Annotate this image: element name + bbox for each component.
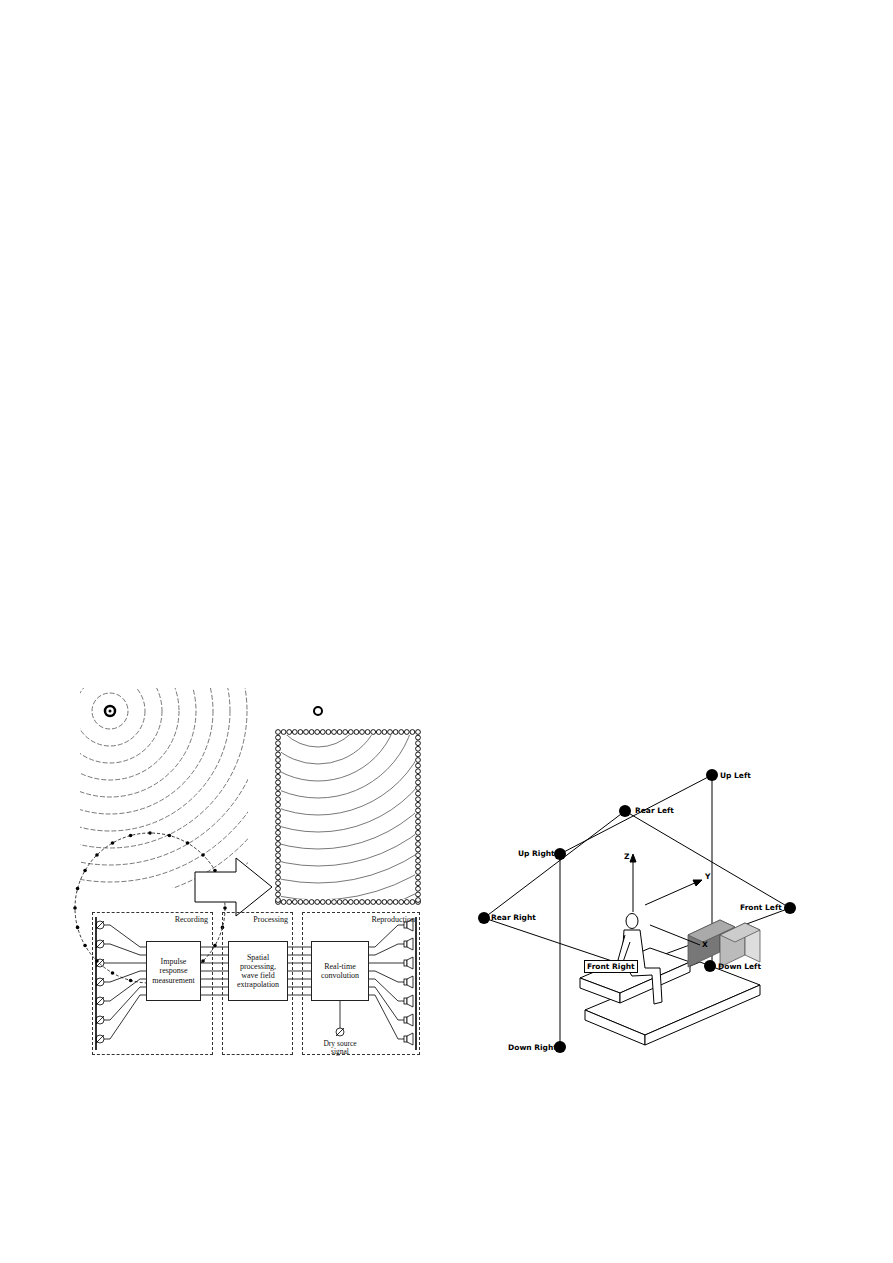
wavefronts (80, 688, 248, 888)
virtual-source-symbol (314, 707, 322, 715)
axis-label: Y (705, 872, 710, 881)
box-text: Real-time convolution (314, 962, 366, 980)
transform-arrow (195, 858, 272, 916)
speaker-label: Up Right (518, 849, 555, 858)
loudspeaker-dots (478, 769, 796, 1053)
signal-bundle (288, 947, 311, 995)
input-label: Dry source signal (320, 1040, 360, 1057)
speaker-label: Down Left (718, 962, 761, 971)
signal-bundle (201, 947, 228, 995)
speaker-label: Up Left (720, 771, 751, 780)
process-box: Real-time convolution (311, 941, 369, 1001)
speaker-label: Down Right (508, 1043, 557, 1052)
box-text: Spatial processing, wave field extrapola… (231, 953, 285, 990)
process-box: Impulse response measurement (146, 941, 201, 1001)
speaker-label: Front Left (740, 903, 782, 912)
block-wiring (96, 917, 416, 1050)
axis-label: Z (624, 852, 629, 861)
source-symbol (105, 706, 115, 716)
box-text: Impulse response measurement (149, 957, 198, 985)
speaker-label: Rear Right (491, 913, 536, 922)
axis-label: X (702, 940, 708, 949)
stage-panel: RecordingImpulse response measurement (92, 912, 213, 1055)
stage-panel: ReproductionReal-time convolution (302, 912, 420, 1055)
process-box: Spatial processing, wave field extrapola… (228, 941, 288, 1001)
loudspeaker-frame (484, 775, 790, 1047)
panel-heading: Reproduction (371, 915, 415, 924)
source-dot (109, 710, 112, 713)
speaker-label: Front Right (584, 960, 638, 973)
loudspeaker-cubes (688, 920, 760, 967)
speaker-label: Rear Left (635, 806, 674, 815)
reproduced-wavefronts (281, 735, 415, 899)
platform (580, 948, 760, 1045)
loudspeaker-array (276, 730, 421, 905)
panel-heading: Recording (175, 915, 208, 924)
stage-panel: ProcessingSpatial processing, wave field… (222, 912, 293, 1055)
axes (630, 854, 702, 945)
panel-heading: Processing (253, 915, 288, 924)
